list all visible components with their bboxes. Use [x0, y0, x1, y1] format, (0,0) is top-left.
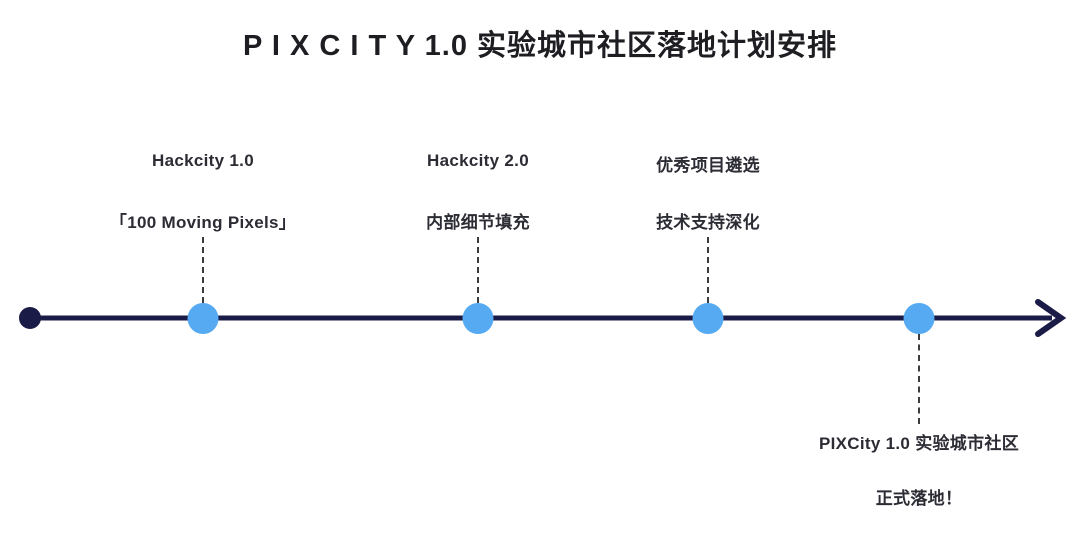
milestone-subtitle: 技术支持深化 — [656, 213, 760, 232]
dashed-connector — [707, 237, 709, 303]
milestone-title: Hackcity 2.0 — [427, 151, 529, 170]
milestone-title: 优秀项目遴选 — [656, 156, 760, 175]
dashed-connector — [918, 334, 920, 424]
timeline-dot — [692, 303, 724, 334]
milestone-title: Hackcity 1.0 — [152, 151, 254, 170]
timeline-dot — [187, 303, 219, 334]
diagram-title: P I X C I T Y 1.0 实验城市社区落地计划安排 — [243, 30, 837, 62]
milestone-subtitle: 「100 Moving Pixels」 — [109, 213, 297, 232]
timeline-dot — [462, 303, 494, 334]
milestone-subtitle: 正式落地！ — [875, 489, 963, 508]
arrow-right-icon — [1035, 299, 1067, 337]
axis-start-dot — [19, 307, 41, 329]
timeline-dot — [903, 303, 935, 334]
dashed-connector — [477, 237, 479, 303]
milestone-title: PIXCity 1.0 实验城市社区 — [819, 434, 1019, 453]
dashed-connector — [202, 237, 204, 303]
milestone-subtitle: 内部细节填充 — [426, 213, 530, 232]
